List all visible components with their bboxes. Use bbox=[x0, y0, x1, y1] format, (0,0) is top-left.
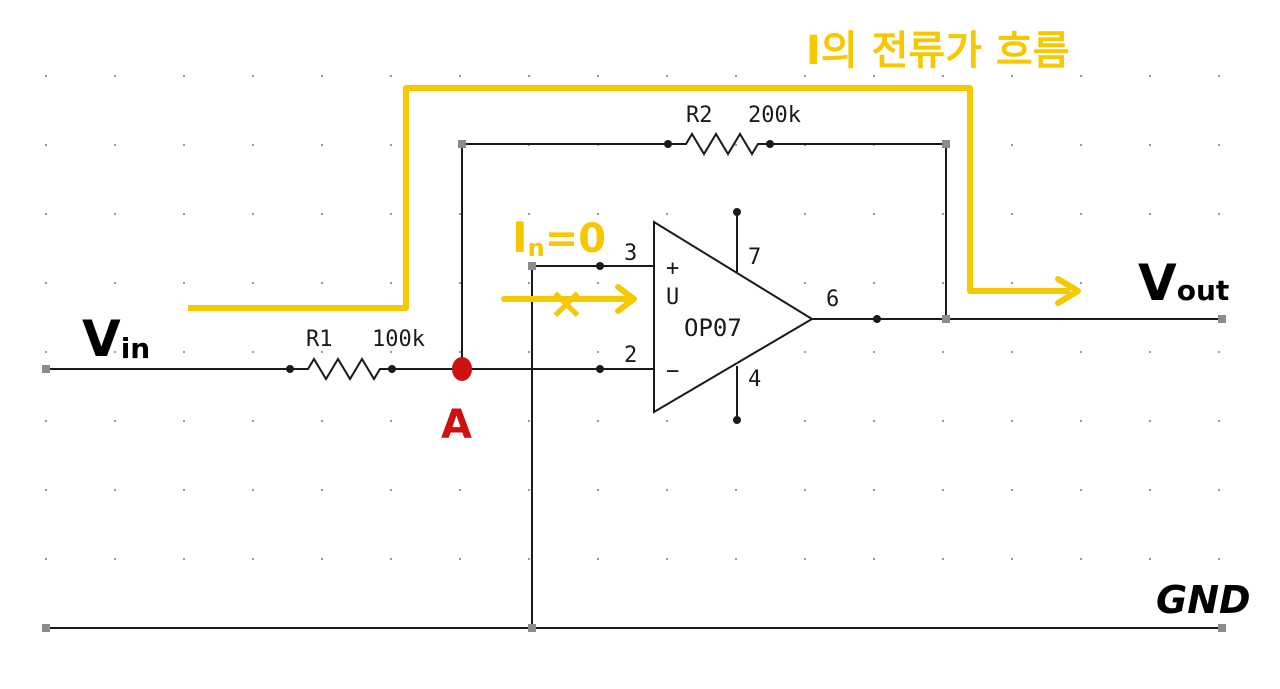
r2-name-label: R2 bbox=[686, 103, 713, 128]
r1-name-label: R1 bbox=[306, 327, 333, 352]
r2-resistor bbox=[668, 132, 770, 156]
r1-value-label: 100k bbox=[372, 327, 425, 352]
opamp-u-label: U bbox=[666, 285, 679, 310]
junction-dots bbox=[286, 140, 881, 424]
opamp-plus-symbol: + bbox=[666, 256, 679, 281]
pin-4-label: 4 bbox=[748, 367, 761, 392]
opamp-model-label: OP07 bbox=[684, 314, 742, 342]
pin-6-label: 6 bbox=[826, 287, 839, 312]
grid-dots bbox=[45, 75, 1220, 629]
pin-3-label: 3 bbox=[624, 241, 637, 266]
opamp-triangle bbox=[653, 220, 814, 414]
vout-label: Vout bbox=[1138, 254, 1229, 312]
node-a-marker bbox=[452, 357, 472, 381]
current-flow-arrowhead bbox=[1055, 276, 1081, 306]
input-current-label: In=0 bbox=[512, 213, 606, 262]
gnd-label: GND bbox=[1156, 578, 1251, 622]
r1-resistor bbox=[290, 357, 392, 381]
r2-value-label: 200k bbox=[748, 103, 801, 128]
pin-7-label: 7 bbox=[748, 245, 761, 270]
current-flow-note: I의 전류가 흐름 bbox=[806, 28, 1070, 74]
node-a-label: A bbox=[441, 402, 472, 448]
opamp-minus-symbol: − bbox=[666, 359, 679, 384]
vin-label: Vin bbox=[82, 310, 150, 368]
input-current-arrowhead bbox=[615, 284, 637, 314]
wires bbox=[46, 143, 1222, 629]
blocked-current-mark: × bbox=[548, 278, 585, 329]
pin-2-label: 2 bbox=[624, 343, 637, 368]
terminal-squares bbox=[42, 140, 1226, 632]
current-flow-path bbox=[188, 85, 1070, 311]
